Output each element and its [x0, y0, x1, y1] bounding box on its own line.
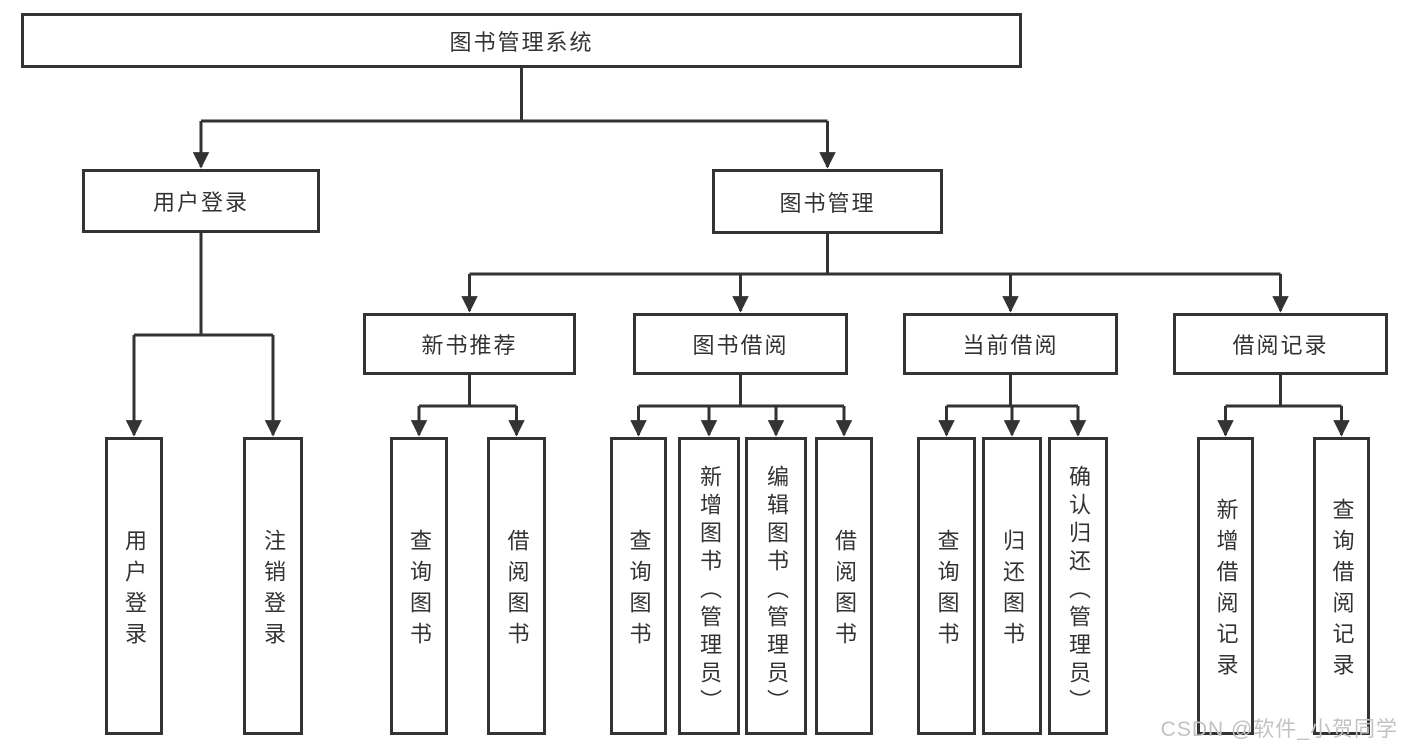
node-label: 借阅记录 — [1232, 333, 1329, 358]
node-borrowing-records: 借阅记录 — [1173, 313, 1388, 375]
node-label: 图书借阅 — [692, 333, 789, 358]
node-logout: 注销登录 — [243, 437, 303, 735]
node-book-borrowing: 图书借阅 — [633, 313, 848, 375]
node-current-borrowing: 当前借阅 — [903, 313, 1118, 375]
node-label: 归还图书 — [1000, 528, 1025, 653]
node-label: 当前借阅 — [962, 333, 1059, 358]
node-user-login: 用户登录 — [82, 169, 320, 233]
node-label: 新增借阅记录 — [1213, 497, 1239, 684]
bus-book-borrowing — [638, 375, 844, 408]
node-return-book: 归还图书 — [982, 437, 1042, 735]
node-user-login-leaf: 用户登录 — [105, 437, 163, 735]
watermark: CSDN @软件_小贺同学 — [1160, 718, 1398, 741]
bus-new-book-recommendation — [419, 375, 517, 408]
bus-root — [201, 68, 828, 123]
node-label: 查询借阅记录 — [1329, 497, 1355, 684]
node-book-management: 图书管理 — [712, 169, 943, 234]
node-confirm-return-admin: 确认归还（管理员） — [1048, 437, 1108, 735]
bus-current-borrowing — [946, 375, 1078, 408]
bus-user-login — [134, 233, 273, 337]
bus-book-management — [469, 234, 1281, 276]
node-label: 注销登录 — [261, 528, 286, 653]
node-label: 用户登录 — [152, 190, 249, 215]
node-label: 新书推荐 — [421, 333, 518, 358]
bus-borrowing-records — [1225, 375, 1342, 408]
node-label: 确认归还（管理员） — [1066, 464, 1091, 717]
node-label: 图书管理系统 — [449, 29, 594, 55]
node-borrow-book-1: 借阅图书 — [487, 437, 546, 735]
node-label: 图书管理 — [779, 190, 876, 216]
node-search-borrow-record: 查询借阅记录 — [1313, 437, 1370, 735]
node-label: 新增图书（管理员） — [697, 464, 722, 717]
node-new-book-recommendation: 新书推荐 — [363, 313, 576, 375]
node-search-books-2: 查询图书 — [610, 437, 667, 735]
node-add-borrow-record: 新增借阅记录 — [1197, 437, 1254, 735]
node-label: 查询图书 — [407, 528, 432, 653]
node-label: 编辑图书（管理员） — [764, 464, 789, 717]
node-search-books-1: 查询图书 — [390, 437, 448, 735]
node-library-management-system: 图书管理系统 — [21, 13, 1022, 68]
node-add-book-admin: 新增图书（管理员） — [678, 437, 740, 735]
node-search-books-3: 查询图书 — [917, 437, 976, 735]
node-edit-book-admin: 编辑图书（管理员） — [745, 437, 807, 735]
node-label: 查询图书 — [934, 528, 960, 653]
node-label: 用户登录 — [122, 528, 147, 653]
node-label: 借阅图书 — [504, 528, 530, 653]
node-borrow-book-2: 借阅图书 — [815, 437, 873, 735]
node-label: 借阅图书 — [832, 528, 857, 653]
node-label: 查询图书 — [626, 528, 652, 653]
